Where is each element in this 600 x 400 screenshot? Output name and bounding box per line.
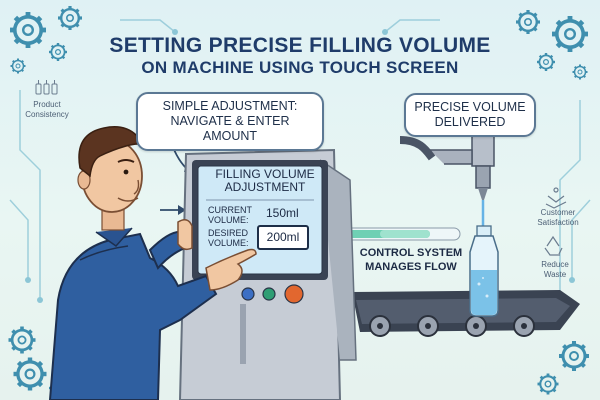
current-volume-label: CURRENT VOLUME: bbox=[208, 205, 252, 225]
bottle bbox=[469, 225, 499, 317]
bottles-icon bbox=[35, 80, 58, 95]
desired-volume-label: DESIRED VOLUME: bbox=[208, 228, 249, 248]
adjustment-callout: SIMPLE ADJUSTMENT: NAVIGATE & ENTER AMOU… bbox=[136, 92, 324, 151]
green-machine-button[interactable] bbox=[262, 287, 276, 301]
delivered-callout: PRECISE VOLUME DELIVERED bbox=[404, 93, 536, 137]
desired-volume-input[interactable]: 200ml bbox=[257, 225, 309, 250]
title-line-1: SETTING PRECISE FILLING VOLUME bbox=[109, 34, 491, 57]
customer-satisfaction-label: Customer Satisfaction bbox=[537, 208, 579, 227]
blue-machine-button[interactable] bbox=[241, 287, 255, 301]
current-volume-value: 150ml bbox=[266, 206, 299, 220]
control-system-label: CONTROL SYSTEM MANAGES FLOW bbox=[359, 247, 463, 273]
product-consistency-label: Product Consistency bbox=[25, 100, 69, 119]
conveyor-belt bbox=[352, 290, 580, 337]
operator-person bbox=[48, 126, 257, 400]
screen-title: FILLING VOLUME ADJUSTMENT bbox=[215, 167, 315, 194]
handshake-icon bbox=[545, 187, 567, 209]
title-line-2: ON MACHINE USING TOUCH SCREEN bbox=[141, 58, 459, 77]
recycle-icon bbox=[544, 235, 563, 256]
reduce-waste-label: Reduce Waste bbox=[541, 260, 569, 279]
orange-machine-button[interactable] bbox=[284, 284, 304, 304]
